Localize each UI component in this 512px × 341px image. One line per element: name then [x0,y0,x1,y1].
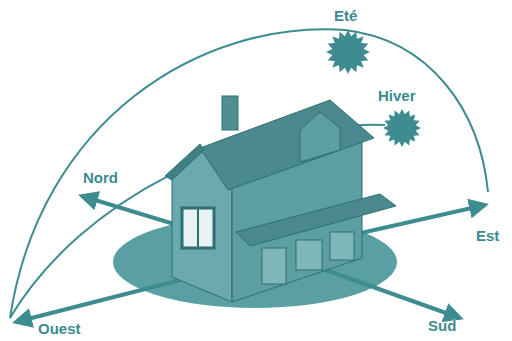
house [165,96,396,302]
direction-label: Nord [83,170,118,185]
direction-label: Ouest [38,321,81,336]
direction-label: Est [476,228,499,243]
summer-arc [10,29,488,318]
summer-sun [326,30,370,74]
direction-label: Sud [428,318,456,333]
direction-label: Eté [334,8,357,23]
winter-sun [383,109,421,147]
direction-label: Hiver [378,88,416,103]
